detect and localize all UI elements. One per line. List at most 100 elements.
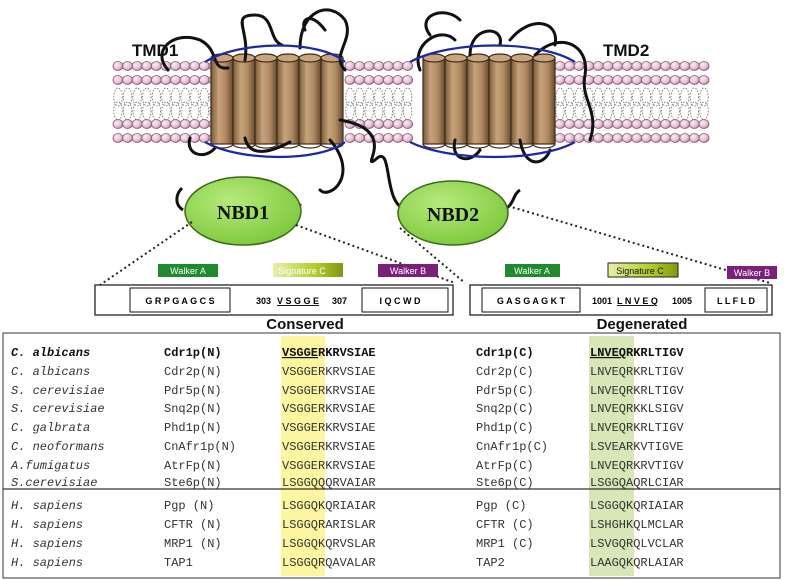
lipid-head	[150, 133, 162, 143]
degenerated-highlight	[589, 336, 634, 576]
lipid-head	[650, 75, 662, 85]
nbd1-sig-start: 303	[256, 296, 271, 306]
lipid-head	[382, 61, 394, 71]
motif-c: LNVEQ	[590, 421, 626, 435]
lipid-head	[373, 119, 385, 129]
lipid-head	[198, 75, 210, 85]
nbd1-walker-a-tag	[158, 264, 218, 277]
nbd1-walker-b-seq: I Q C W D	[380, 296, 421, 306]
lipid-tail	[142, 87, 152, 107]
lipid-head	[382, 133, 394, 143]
sequence-n: KQRIAIAR	[318, 499, 376, 513]
lipid-head	[689, 75, 700, 85]
protein-n-name: Ste6p(N)	[164, 476, 222, 490]
protein-n-name: AtrFp(N)	[164, 459, 222, 473]
nbd2-sig-end: 1005	[672, 296, 692, 306]
protein-c-name: Snq2p(C)	[476, 402, 534, 416]
transmembrane-helix	[320, 57, 344, 145]
lipid-head	[402, 75, 414, 85]
helix-top	[532, 53, 556, 63]
lipid-head	[131, 75, 143, 85]
lipid-head	[669, 61, 681, 71]
nbd2-signature-label: Signature C	[616, 266, 664, 276]
motif-c: LNVEQ	[590, 384, 626, 398]
lipid-tail	[151, 101, 161, 121]
motif-n: VSGGE	[282, 421, 318, 435]
lipid-head	[641, 133, 652, 143]
lipid-head	[373, 61, 385, 71]
sequence-c: KQRIAIAR	[626, 499, 684, 513]
lipid-tail	[574, 101, 584, 121]
lipid-head	[150, 75, 162, 85]
nbd1-signature-label: Signature C	[278, 266, 326, 276]
lipid-tail	[603, 101, 613, 121]
protein-c-name: Cdr2p(C)	[476, 365, 534, 379]
lipid-head	[179, 75, 191, 85]
helix-top	[444, 53, 468, 63]
lipid-head	[650, 61, 662, 71]
lipid-head	[593, 61, 604, 71]
tmd2-helices	[422, 53, 556, 149]
motif-n: VSGGE	[282, 459, 318, 473]
lipid-head	[344, 133, 356, 143]
lipid-head	[122, 75, 133, 85]
lipid-tail	[632, 101, 642, 121]
sequence-c: KQRLAIAR	[626, 556, 684, 570]
sequence-n: RKRVSIAE	[318, 365, 376, 379]
lipid-head	[373, 75, 385, 85]
nbd1-sig-seq: V S G G E	[277, 296, 319, 306]
lipid-head	[621, 133, 633, 143]
nbd2-walker-a-label: Walker A	[514, 266, 550, 276]
lipid-head	[160, 119, 172, 129]
lipid-head	[698, 61, 710, 71]
transmembrane-helix	[298, 57, 322, 145]
protein-c-name: CnAfr1p(C)	[476, 440, 548, 454]
motif-c: LSHGH	[590, 518, 626, 532]
lipid-tail	[680, 87, 690, 107]
transmembrane-helix	[232, 57, 256, 145]
lipid-head	[698, 75, 710, 85]
lipid-head	[612, 119, 623, 129]
lipid-head	[660, 133, 671, 143]
protein-n-name: CnAfr1p(N)	[164, 440, 236, 454]
lipid-tail	[699, 87, 709, 107]
lipid-head	[631, 119, 643, 129]
helix-top	[254, 53, 278, 63]
tmd1-helices	[210, 53, 344, 149]
lipid-tail	[383, 87, 393, 107]
lipid-tail	[603, 87, 613, 107]
nbd2-signature-tag	[607, 262, 679, 278]
lipid-tail	[142, 101, 152, 121]
lipid-tail	[564, 101, 575, 121]
lipid-tail	[632, 87, 642, 107]
protein-n-name: Cdr2p(N)	[164, 365, 222, 379]
lipid-tail	[123, 87, 133, 107]
lipid-head	[170, 119, 182, 129]
species-name: H. sapiens	[11, 556, 83, 570]
lipid-head	[141, 75, 153, 85]
lipid-head	[631, 133, 643, 143]
lipid-tail	[699, 101, 709, 121]
helix-bottom	[254, 143, 278, 149]
nbd2-walker-b-seq: L L F L D	[717, 296, 756, 306]
lipid-tail	[564, 87, 575, 107]
sequence-n: RKRVSIAE	[318, 384, 376, 398]
lipid-head	[160, 133, 172, 143]
lipid-head	[112, 133, 124, 143]
lipid-tail	[161, 87, 171, 107]
lipid-tail	[171, 87, 181, 107]
lipid-head	[650, 133, 662, 143]
helix-bottom	[276, 143, 300, 149]
lipid-head	[402, 133, 414, 143]
nbd1-label: NBD1	[217, 202, 269, 224]
lipid-tail	[622, 101, 632, 121]
species-name: C. albicans	[11, 365, 90, 379]
species-name: S.cerevisiae	[11, 476, 97, 490]
transmembrane-helix	[254, 57, 278, 145]
transmembrane-helix	[422, 57, 446, 145]
motif-n: LSGGQ	[282, 537, 318, 551]
tmd1-label: TMD1	[132, 41, 178, 60]
